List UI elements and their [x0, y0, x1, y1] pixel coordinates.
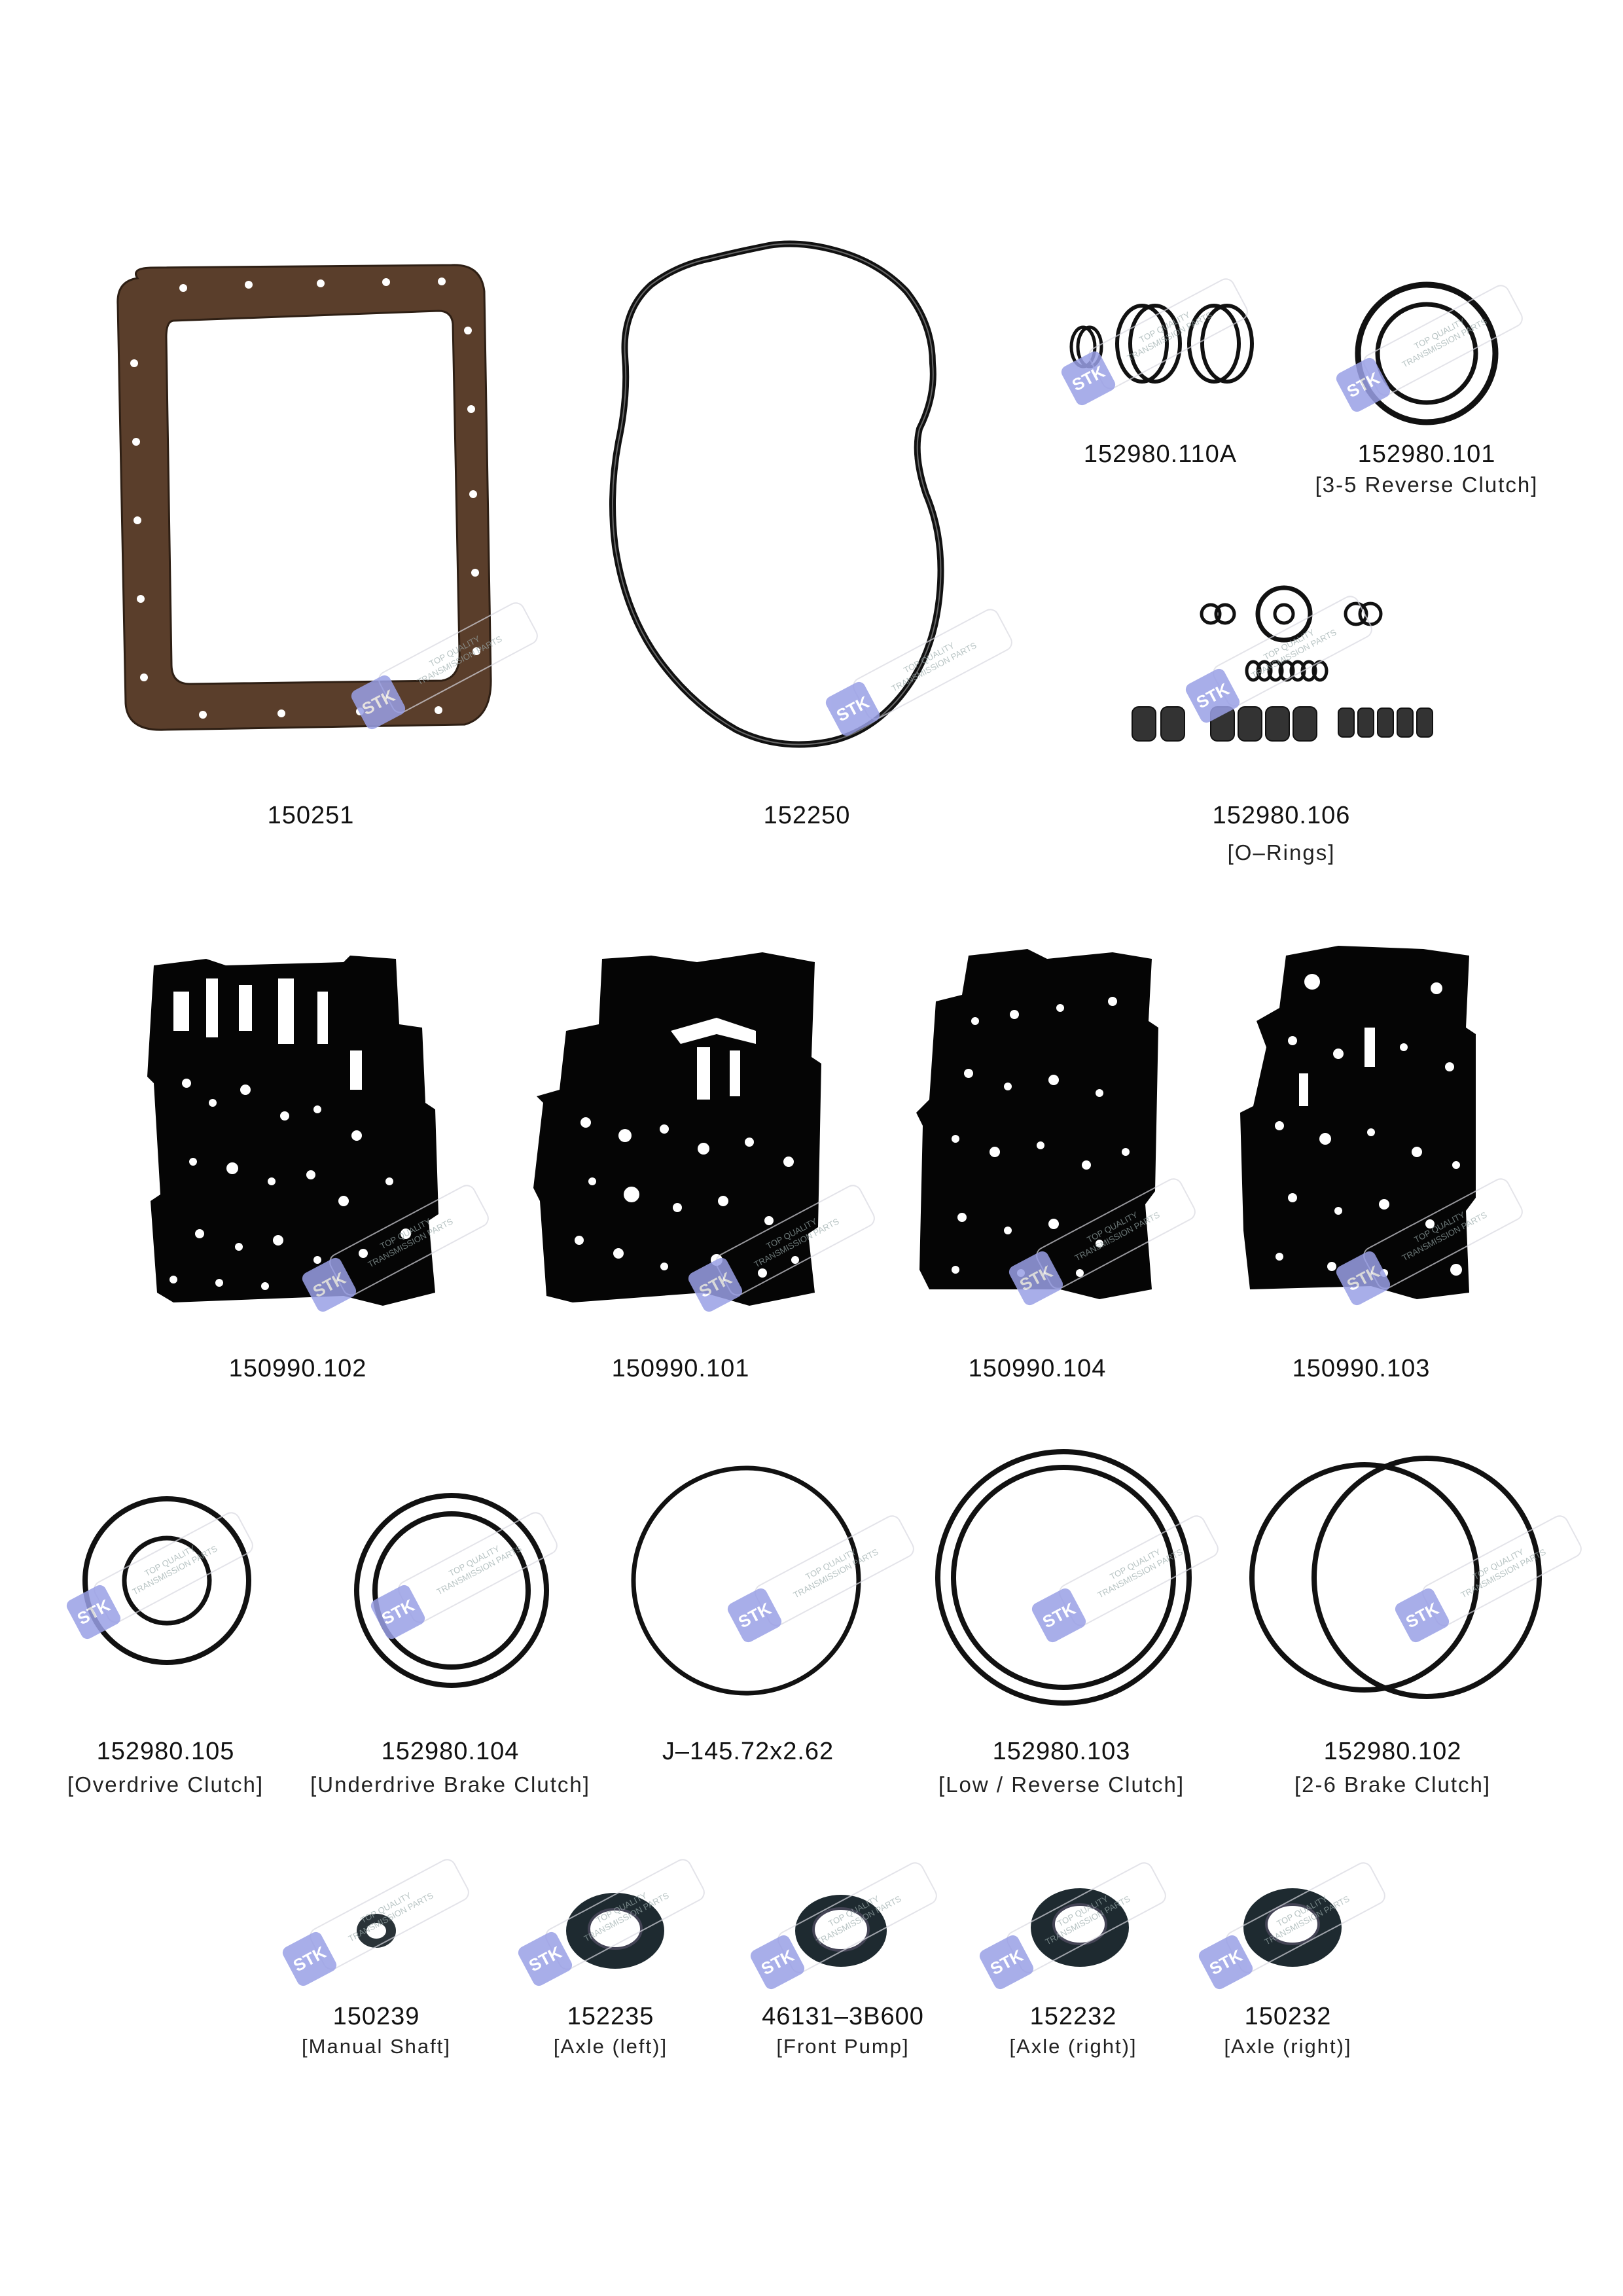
part-number: 152980.103 — [992, 1738, 1131, 1765]
seal-front-pump-image — [795, 1895, 887, 1967]
part-label-152235: 152235 [Axle (left)] — [554, 2003, 668, 2058]
part-label-152250: 152250 — [764, 802, 851, 830]
o-rings-set-image — [1132, 585, 1433, 742]
part-label-150990-104: 150990.104 — [969, 1355, 1107, 1383]
seal-manual-shaft-image — [357, 1914, 396, 1948]
rings-2-6-brake-clutch-image — [1249, 1456, 1542, 1699]
part-description: [2-6 Brake Clutch] — [1294, 1772, 1491, 1797]
part-label-150990-103: 150990.103 — [1293, 1355, 1431, 1383]
part-description: [Manual Shaft] — [302, 2035, 451, 2058]
part-description: [3-5 Reverse Clutch] — [1315, 473, 1539, 497]
part-number: 152980.110A — [1083, 440, 1238, 468]
part-label-152980-101: 152980.101 [3-5 Reverse Clutch] — [1315, 440, 1539, 497]
part-number: 46131–3B600 — [762, 2003, 924, 2030]
rings-3-5-reverse-clutch-image — [1355, 281, 1499, 425]
part-number: 152250 — [763, 802, 851, 829]
part-number: 152980.102 — [1323, 1738, 1462, 1765]
part-label-152232: 152232 [Axle (right)] — [1009, 2003, 1137, 2058]
part-label-152980-102: 152980.102 [2-6 Brake Clutch] — [1294, 1738, 1491, 1797]
valve-body-gasket-104-image — [916, 949, 1158, 1299]
part-label-150990-102: 150990.102 — [229, 1355, 367, 1383]
part-label-152980-106: 152980.106 [O–Rings] — [1213, 802, 1351, 865]
part-number: 150990.102 — [228, 1355, 367, 1382]
part-label-152980-103: 152980.103 [Low / Reverse Clutch] — [938, 1738, 1185, 1797]
rings-overdrive-clutch-image — [82, 1496, 251, 1665]
valve-body-gasket-101-image — [533, 952, 821, 1306]
part-description: [Front Pump] — [776, 2035, 910, 2058]
seal-axle-right-150232-image — [1243, 1888, 1342, 1967]
part-description: [O–Rings] — [1227, 840, 1336, 865]
part-label-150232: 150232 [Axle (right)] — [1224, 2003, 1351, 2058]
part-description: [Overdrive Clutch] — [67, 1772, 264, 1797]
part-number: 150990.101 — [611, 1355, 750, 1382]
part-number: J–145.72x2.62 — [662, 1738, 834, 1765]
part-label-150990-101: 150990.101 — [612, 1355, 750, 1383]
part-description: [Underdrive Brake Clutch] — [310, 1772, 590, 1797]
ring-j-145-image — [631, 1465, 861, 1696]
seal-axle-left-image — [566, 1893, 664, 1969]
part-label-150251: 150251 — [268, 802, 355, 830]
part-description: [Axle (left)] — [553, 2035, 668, 2058]
part-description: [Low / Reverse Clutch] — [938, 1772, 1185, 1797]
part-number: 150239 — [332, 2003, 420, 2030]
part-description: [Axle (right)] — [1224, 2035, 1352, 2058]
part-label-152980-104: 152980.104 [Underdrive Brake Clutch] — [310, 1738, 590, 1797]
part-number: 152980.101 — [1357, 440, 1496, 468]
part-label-j-145: J–145.72x2.62 — [662, 1738, 834, 1766]
part-label-152980-110a: 152980.110A — [1084, 440, 1237, 469]
part-number: 150990.103 — [1292, 1355, 1431, 1382]
part-number: 150232 — [1244, 2003, 1332, 2030]
part-number: 152980.106 — [1212, 802, 1351, 829]
part-description: [Axle (right)] — [1009, 2035, 1137, 2058]
part-label-150239: 150239 [Manual Shaft] — [302, 2003, 451, 2058]
part-number: 152980.105 — [96, 1738, 235, 1765]
part-number: 150251 — [267, 802, 355, 829]
part-number: 150990.104 — [968, 1355, 1107, 1382]
part-number: 152235 — [567, 2003, 654, 2030]
part-number: 152980.104 — [381, 1738, 520, 1765]
part-label-46131-3b600: 46131–3B600 [Front Pump] — [762, 2003, 924, 2058]
valve-body-gasket-102-image — [147, 956, 438, 1306]
part-number: 152232 — [1029, 2003, 1117, 2030]
pan-gasket-cork-image — [116, 264, 492, 731]
rings-low-reverse-clutch-image — [935, 1449, 1192, 1706]
seal-axle-right-152232-image — [1031, 1888, 1129, 1967]
part-label-152980-105: 152980.105 [Overdrive Clutch] — [67, 1738, 264, 1797]
watermark-text-line1: TOP QUALITY — [359, 1890, 413, 1926]
seal-rings-110a-image — [1069, 304, 1254, 384]
rings-underdrive-brake-clutch-image — [354, 1493, 549, 1688]
pan-gasket-rubber-image — [609, 240, 944, 748]
